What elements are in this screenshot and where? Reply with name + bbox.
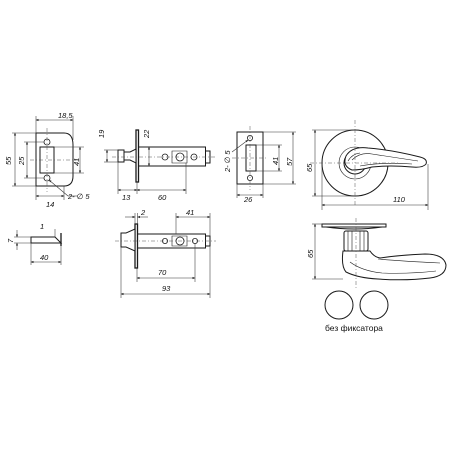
dim-strike-holes: 2- ∅ 5 bbox=[67, 192, 90, 201]
dim-latch2-total: 93 bbox=[162, 284, 171, 293]
latch-top-view: 19 22 13 60 bbox=[97, 129, 215, 202]
latch-side-view: 2 41 70 93 bbox=[115, 208, 216, 298]
dim-plate-height: 57 bbox=[285, 157, 294, 166]
strike-plate-view: 18,5 55 25 41 14 2- ∅ 5 bbox=[4, 111, 90, 209]
dim-strike-height: 55 bbox=[4, 156, 13, 165]
dim-plate-slot: 41 bbox=[271, 157, 280, 165]
lever-side-view: 65 bbox=[306, 218, 447, 288]
dim-tongue-width: 40 bbox=[40, 253, 49, 262]
dim-latch-body-dia: 22 bbox=[142, 129, 151, 139]
dim-lever-height: 65 bbox=[306, 249, 315, 258]
dim-plate-width: 26 bbox=[243, 195, 253, 204]
dim-latch2-tail: 41 bbox=[186, 208, 194, 217]
latch-face-plate: 2- ∅ 5 41 57 26 bbox=[223, 126, 296, 204]
dim-strike-slot-height: 41 bbox=[72, 158, 81, 166]
rose-caps: без фиксатора bbox=[324, 290, 389, 333]
dim-latch2-backset: 70 bbox=[158, 268, 167, 277]
dim-tongue-height: 7 bbox=[6, 238, 15, 243]
dim-latch-face-thick: 13 bbox=[122, 193, 131, 202]
lever-front-view: 65 110 bbox=[305, 120, 429, 210]
dim-tongue-top: 1 bbox=[40, 222, 44, 231]
dim-latch2-offset: 2 bbox=[140, 208, 146, 217]
rose-cap-left bbox=[324, 290, 354, 320]
dim-strike-bottom-width: 14 bbox=[46, 200, 54, 209]
dim-latch-face-dia: 19 bbox=[97, 129, 106, 138]
rose-cap-right bbox=[359, 290, 389, 320]
dim-rose-dia: 65 bbox=[305, 163, 314, 172]
dim-lever-length: 110 bbox=[393, 195, 406, 204]
dim-strike-top-width: 18,5 bbox=[58, 111, 73, 120]
dim-strike-hole-spacing: 25 bbox=[17, 156, 26, 166]
dim-latch-backset: 60 bbox=[158, 193, 167, 202]
latch-tongue-side: 7 1 40 bbox=[6, 222, 63, 265]
dim-plate-holes: 2- ∅ 5 bbox=[223, 150, 232, 173]
caption-no-lock: без фиксатора bbox=[325, 323, 383, 333]
